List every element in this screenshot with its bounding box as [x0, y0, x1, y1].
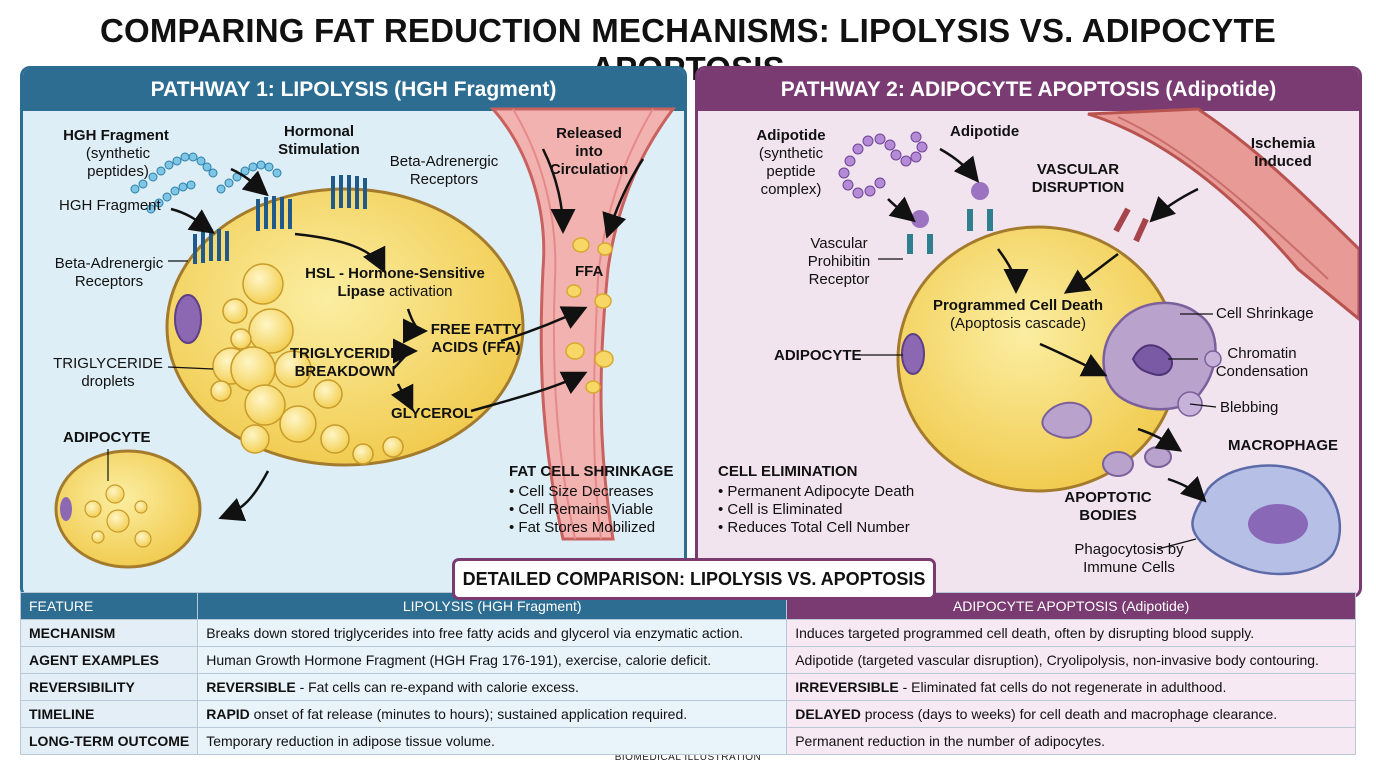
prohibitin-receptors: [907, 182, 1149, 254]
elimination-item: • Permanent Adipocyte Death: [718, 483, 915, 500]
free-fatty-acids-label: FREE FATTY ACIDS (FFA): [430, 321, 522, 356]
header-feature: FEATURE: [19, 592, 199, 620]
table-row: REVERSIBILITY REVERSIBLE - Fat cells can…: [19, 673, 1356, 701]
nucleus: [174, 294, 202, 344]
adipotide-sub: (synthetic peptide complex): [758, 145, 824, 198]
hgh-fragment-sub: (synthetic peptides): [85, 145, 151, 180]
ffa-label: FFA: [575, 263, 604, 280]
apoptosis-cell: Adipotide (targeted vascular disruption)…: [786, 646, 1356, 674]
receptor-label: Vascular Prohibitin Receptor: [807, 235, 871, 288]
small-adipocyte: [54, 449, 202, 569]
lipolysis-cell: REVERSIBLE - Fat cells can re-expand wit…: [197, 673, 788, 701]
footer-caption: BIOMEDICAL ILLUSTRATION: [614, 752, 762, 763]
beta-receptors-left-label: Beta-Adrenergic Receptors: [54, 255, 164, 290]
elimination-title: CELL ELIMINATION: [718, 463, 858, 480]
apoptosis-illustration: [838, 107, 1359, 576]
adipotide-label: Adipotide: [950, 123, 1020, 140]
small-adipocyte-label: ADIPOCYTE: [63, 429, 151, 446]
beta-receptors-top-label: Beta-Adrenergic Receptors: [389, 153, 499, 188]
beta-receptors: [193, 175, 367, 264]
condensed-chromatin: [1131, 344, 1173, 376]
ischemia-label: Ischemia Induced: [1250, 135, 1316, 170]
cell-shrinkage-label: Cell Shrinkage: [1216, 305, 1314, 322]
hgh-fragment-title: HGH Fragment: [63, 127, 169, 144]
feature-cell: TIMELINE: [19, 700, 199, 728]
damaged-vessel: [1087, 107, 1359, 321]
apoptosis-cell: Permanent reduction in the number of adi…: [786, 727, 1356, 755]
table-row: MECHANISM Breaks down stored triglycerid…: [19, 619, 1356, 647]
elimination-item: • Reduces Total Cell Number: [718, 519, 910, 536]
elimination-item: • Cell is Eliminated: [718, 501, 843, 518]
feature-cell: REVERSIBILITY: [19, 673, 199, 701]
comparison-table: FEATURE LIPOLYSIS (HGH Fragment) ADIPOCY…: [19, 592, 1356, 755]
hgh-fragment-label: HGH Fragment: [59, 197, 161, 214]
feature-cell: MECHANISM: [19, 619, 199, 647]
feature-cell: AGENT EXAMPLES: [19, 646, 199, 674]
shrinkage-item: • Cell Size Decreases: [509, 483, 654, 500]
apoptotic-bodies-label: APOPTOTIC BODIES: [1064, 489, 1152, 524]
shrinkage-title: FAT CELL SHRINKAGE: [509, 463, 674, 480]
lipolysis-illustration: [54, 107, 676, 569]
apoptosis-cell: DELAYED process (days to weeks) for cell…: [786, 700, 1356, 728]
apoptosis-cell: IRREVERSIBLE - Eliminated fat cells do n…: [786, 673, 1356, 701]
pathway1-panel: PATHWAY 1: LIPOLYSIS (HGH Fragment): [20, 66, 687, 598]
shrinkage-item: • Fat Stores Mobilized: [509, 519, 656, 536]
lipolysis-cell: Breaks down stored triglycerides into fr…: [197, 619, 788, 647]
chromatin-label: Chromatin Condensation: [1215, 345, 1309, 380]
lipolysis-cell: RAPID onset of fat release (minutes to h…: [197, 700, 788, 728]
feature-cell: LONG-TERM OUTCOME: [19, 727, 199, 755]
comparison-title: DETAILED COMPARISON: LIPOLYSIS VS. APOPT…: [452, 558, 936, 600]
released-label: Released into Circulation: [549, 125, 629, 178]
pathway1-header: PATHWAY 1: LIPOLYSIS (HGH Fragment): [23, 69, 684, 111]
apoptosis-cell: Induces targeted programmed cell death, …: [786, 619, 1356, 647]
peptide-chains: [130, 152, 282, 214]
shrinkage-item: • Cell Remains Viable: [509, 501, 654, 518]
pathway2-header: PATHWAY 2: ADIPOCYTE APOPTOSIS (Adipotid…: [698, 69, 1359, 111]
adipotide-peptides: [838, 131, 928, 199]
blebbing-label: Blebbing: [1220, 399, 1279, 416]
glycerol-label: GLYCEROL: [391, 405, 473, 422]
table-row: TIMELINE RAPID onset of fat release (min…: [19, 700, 1356, 728]
table-row: AGENT EXAMPLES Human Growth Hormone Frag…: [19, 646, 1356, 674]
vascular-disruption-label: VASCULAR DISRUPTION: [1031, 161, 1125, 196]
adipotide-title: Adipotide: [756, 127, 826, 144]
phagocytosis-label: Phagocytosis by Immune Cells: [1074, 541, 1184, 576]
hsl-label: HSL - Hormone-Sensitive Lipase activatio…: [305, 265, 485, 300]
hormonal-stimulation-label: Hormonal Stimulation: [278, 123, 360, 158]
pathway2-panel: PATHWAY 2: ADIPOCYTE APOPTOSIS (Adipotid…: [695, 66, 1362, 598]
programmed-death-label: Programmed Cell Death (Apoptosis cascade…: [932, 297, 1104, 332]
lipolysis-cell: Temporary reduction in adipose tissue vo…: [197, 727, 788, 755]
triglyceride-breakdown-label: TRIGLYCERIDE BREAKDOWN: [289, 345, 401, 380]
triglyceride-droplets-label: TRIGLYCERIDE droplets: [53, 355, 163, 390]
macrophage-label: MACROPHAGE: [1228, 437, 1339, 454]
ffa-droplets: [565, 237, 614, 394]
triglyceride-droplets: [210, 263, 404, 465]
adipocyte-label: ADIPOCYTE: [774, 347, 862, 364]
lipolysis-cell: Human Growth Hormone Fragment (HGH Frag …: [197, 646, 788, 674]
table-row: LONG-TERM OUTCOME Temporary reduction in…: [19, 727, 1356, 755]
